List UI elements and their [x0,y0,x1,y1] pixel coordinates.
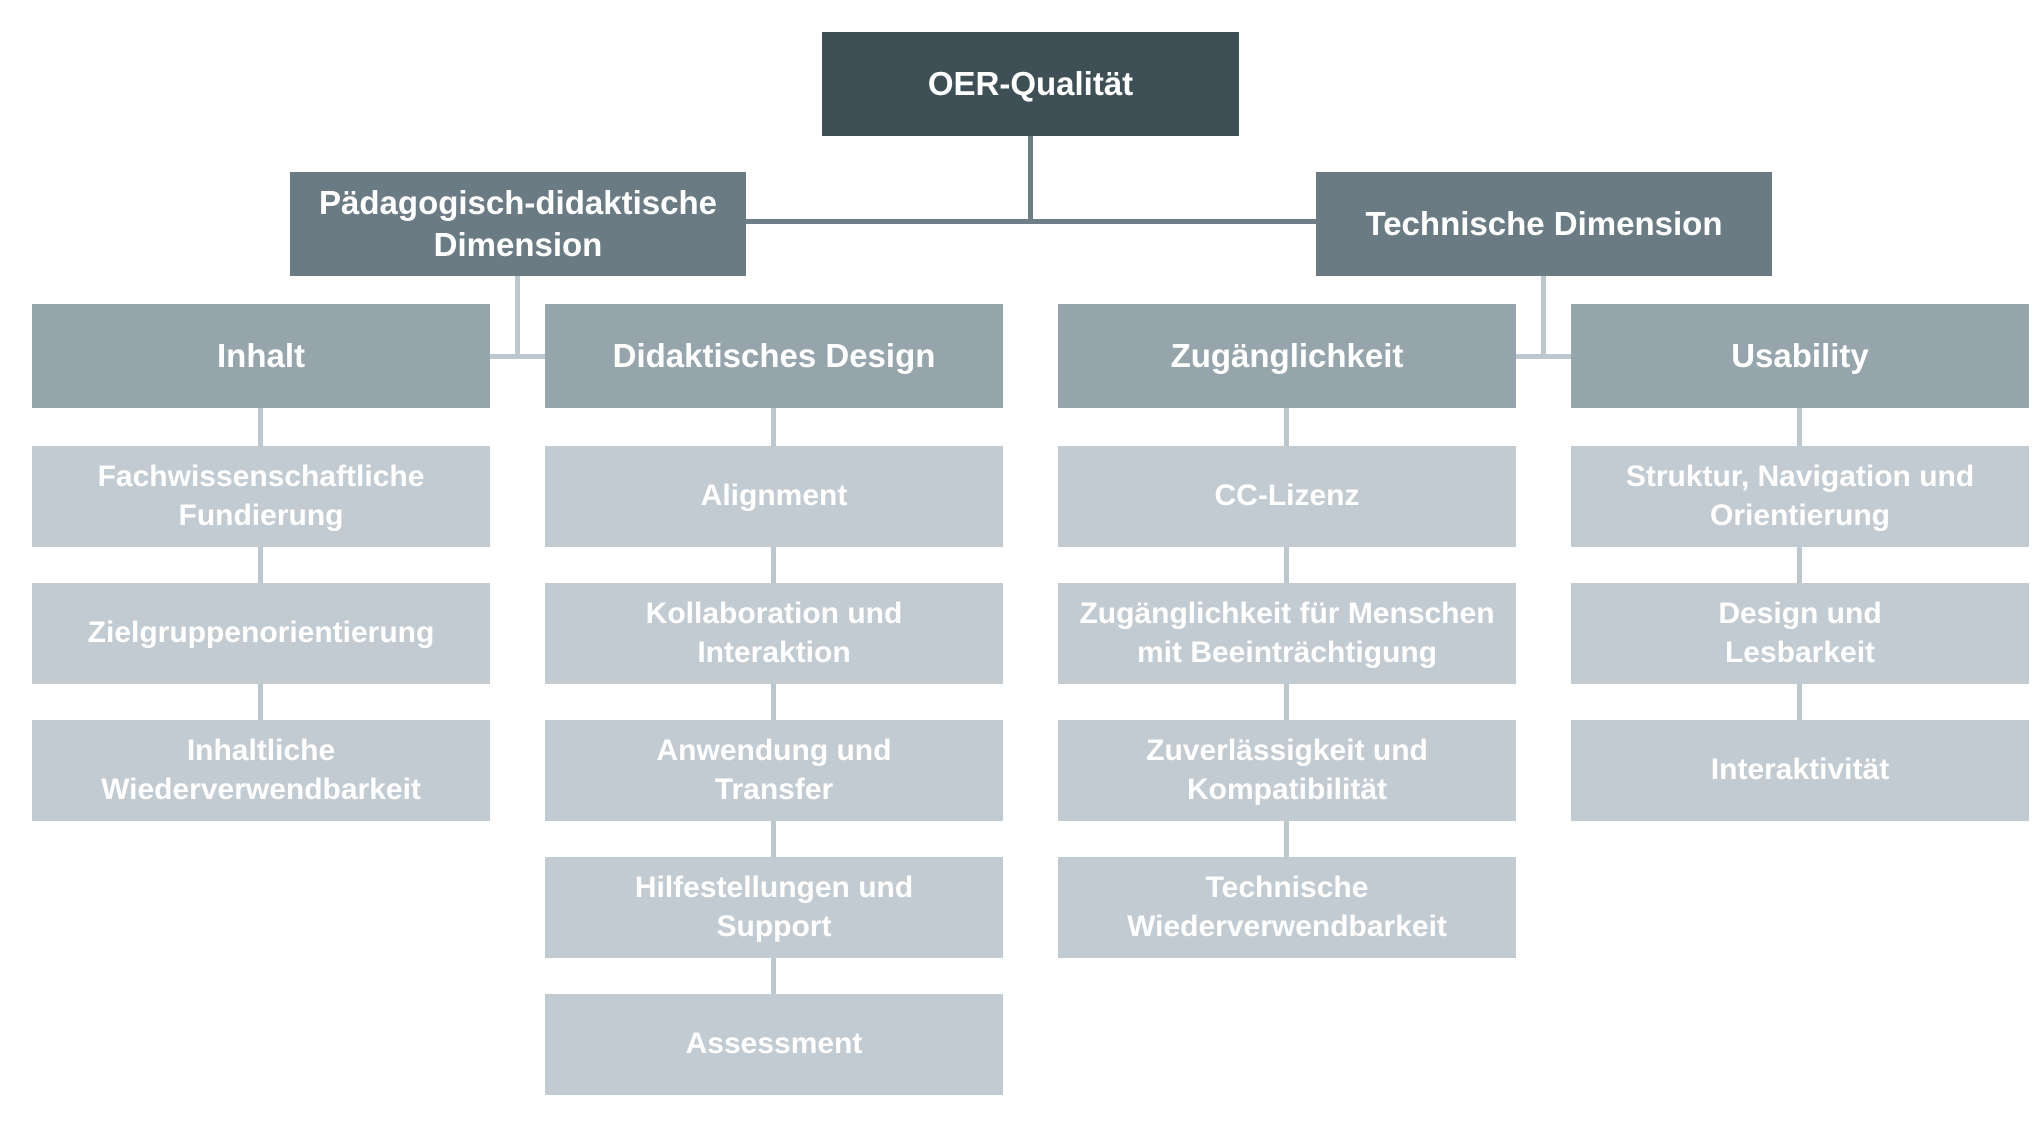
category-node-didaktisches-design: Didaktisches Design [545,304,1003,408]
criterion-node-technische-wiederverwendbarkeit: Technische Wiederverwendbarkeit [1058,857,1516,958]
connector-col3-link3 [1284,683,1289,722]
dimension-node-paedagogisch-didaktisch: Pädagogisch-didaktische Dimension [290,172,746,276]
connector-col2-link1 [771,407,776,448]
connector-col4-link1 [1797,407,1802,448]
category-node-zugaenglichkeit: Zugänglichkeit [1058,304,1516,408]
connector-col2-link4 [771,820,776,859]
criterion-node-assessment: Assessment [545,994,1003,1095]
connector-dim1-horizontal [490,354,545,359]
criterion-node-interaktivitaet: Interaktivität [1571,720,2029,821]
criterion-node-fachwissenschaftliche-fundierung: Fachwissenschaftliche Fundierung [32,446,490,547]
criterion-node-zugaenglichkeit-fuer-menschen: Zugänglichkeit für Menschen mit Beeinträ… [1058,583,1516,684]
criterion-node-hilfestellungen-und-support: Hilfestellungen und Support [545,857,1003,958]
criterion-node-struktur-navigation-orientierung: Struktur, Navigation und Orientierung [1571,446,2029,547]
connector-col4-link3 [1797,683,1802,722]
connector-col3-link2 [1284,546,1289,585]
dimension-node-technisch: Technische Dimension [1316,172,1772,276]
connector-dim2-vertical [1541,276,1546,357]
criterion-node-design-und-lesbarkeit: Design und Lesbarkeit [1571,583,2029,684]
connector-col2-link2 [771,546,776,585]
criterion-node-kollaboration-und-interaktion: Kollaboration und Interaktion [545,583,1003,684]
connector-col1-link1 [258,407,263,448]
connector-col1-link2 [258,546,263,585]
connector-col1-link3 [258,683,263,722]
criterion-node-inhaltliche-wiederverwendbarkeit: Inhaltliche Wiederverwendbarkeit [32,720,490,821]
connector-dim1-vertical [515,276,520,357]
connector-dim2-horizontal [1516,354,1571,359]
criterion-node-anwendung-und-transfer: Anwendung und Transfer [545,720,1003,821]
connector-col2-link3 [771,683,776,722]
criterion-node-alignment: Alignment [545,446,1003,547]
category-node-inhalt: Inhalt [32,304,490,408]
connector-col3-link1 [1284,407,1289,448]
criterion-node-zuverlaessigkeit-und-kompatibilitaet: Zuverlässigkeit und Kompatibilität [1058,720,1516,821]
connector-col4-link2 [1797,546,1802,585]
connector-col2-link5 [771,957,776,996]
connector-col3-link4 [1284,820,1289,859]
root-node-oer-qualitaet: OER-Qualität [822,32,1239,136]
criterion-node-cc-lizenz: CC-Lizenz [1058,446,1516,547]
criterion-node-zielgruppenorientierung: Zielgruppenorientierung [32,583,490,684]
category-node-usability: Usability [1571,304,2029,408]
connector-root-horizontal [746,219,1316,224]
connector-root-vertical [1028,136,1033,224]
